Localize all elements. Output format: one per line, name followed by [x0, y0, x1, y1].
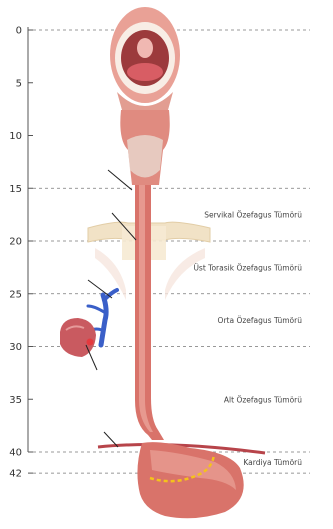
depth-ruler: 0 5 10 15 20 25 30 35 40 42: [9, 26, 33, 480]
region-label: Üst Torasik Özefagus Tümörü: [193, 263, 302, 272]
scale-tick-label: 30: [9, 342, 22, 353]
region-label: Alt Özefagus Tümörü: [224, 395, 302, 404]
scale-tick-label: 25: [9, 289, 22, 300]
scale-tick-label: 20: [9, 237, 22, 248]
scale-tick-label: 10: [9, 131, 22, 142]
larynx: [127, 135, 163, 178]
scale-tick-label: 42: [9, 469, 22, 480]
region-label: Orta Özefagus Tümörü: [218, 316, 303, 325]
scale-tick-label: 40: [9, 448, 22, 459]
scale-tick-label: 15: [9, 184, 22, 195]
heart-section: [60, 318, 96, 357]
mouth-illustration: [110, 7, 180, 119]
pleura-right: [165, 248, 205, 300]
scale-tick-label: 0: [16, 26, 22, 37]
scale-tick-label: 5: [16, 78, 22, 89]
scale-tick-label: 35: [9, 395, 22, 406]
region-label: Servikal Özefagus Tümörü: [204, 211, 302, 220]
region-label: Kardiya Tümörü: [243, 458, 302, 467]
